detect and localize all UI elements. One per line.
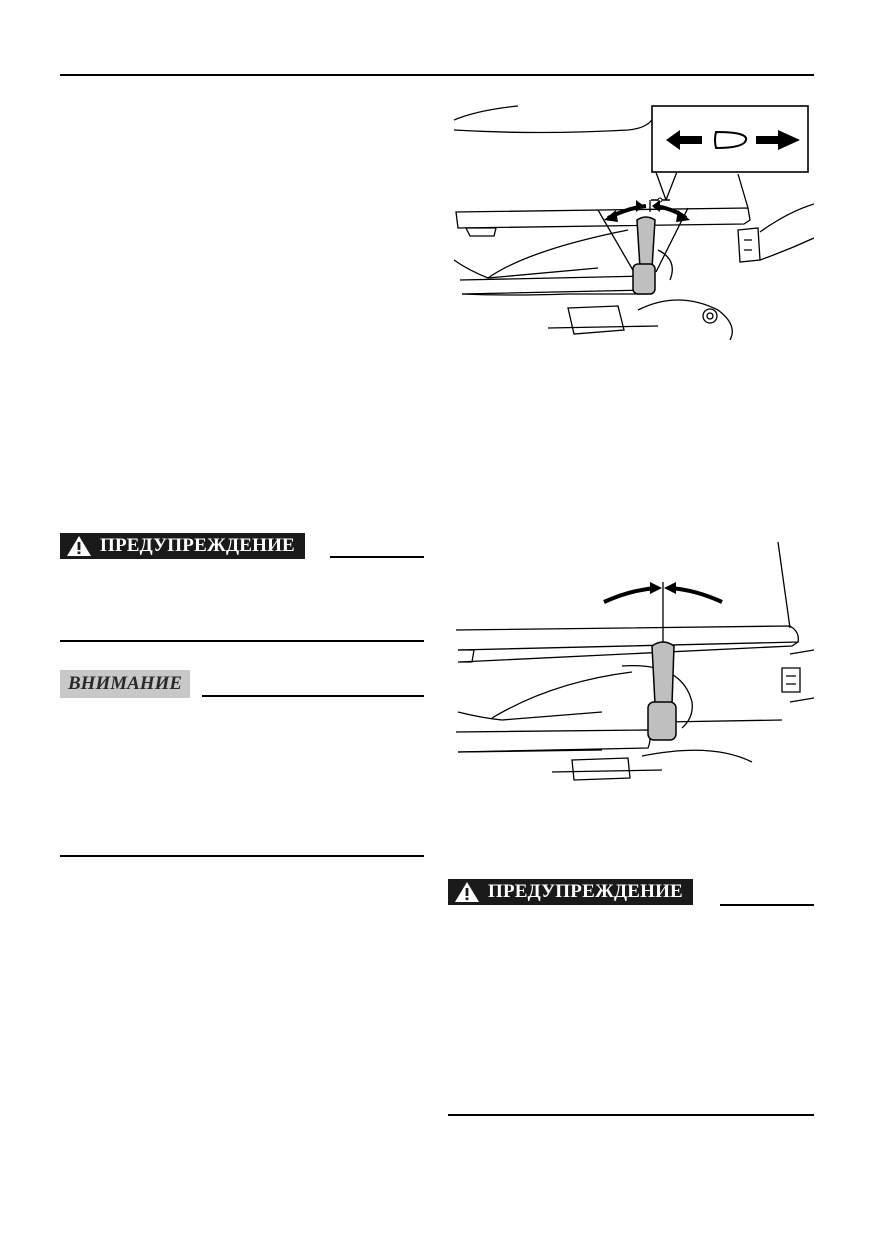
warning-badge-right: ПРЕДУПРЕЖДЕНИЕ — [448, 879, 693, 905]
warning-right-title-rule — [720, 904, 814, 906]
warning-label-left: ПРЕДУПРЕЖДЕНИЕ — [100, 535, 295, 556]
warning-badge-left: ПРЕДУПРЕЖДЕНИЕ — [60, 533, 305, 559]
caution-title-rule — [202, 695, 424, 697]
caution-badge: ВНИМАНИЕ — [60, 670, 191, 698]
lever-center-illustration — [455, 542, 814, 781]
warning-left-title-rule — [330, 556, 424, 558]
caution-end-rule — [60, 855, 424, 857]
warning-label-right: ПРЕДУПРЕЖДЕНИЕ — [488, 881, 683, 902]
warning-right-end-rule — [448, 1114, 814, 1116]
lever-pictogram-illustration — [453, 105, 814, 340]
header-rule — [60, 74, 814, 76]
caution-label: ВНИМАНИЕ — [68, 673, 183, 694]
warning-triangle-icon — [67, 536, 91, 556]
warning-left-end-rule — [60, 640, 424, 642]
warning-triangle-icon — [455, 882, 479, 902]
